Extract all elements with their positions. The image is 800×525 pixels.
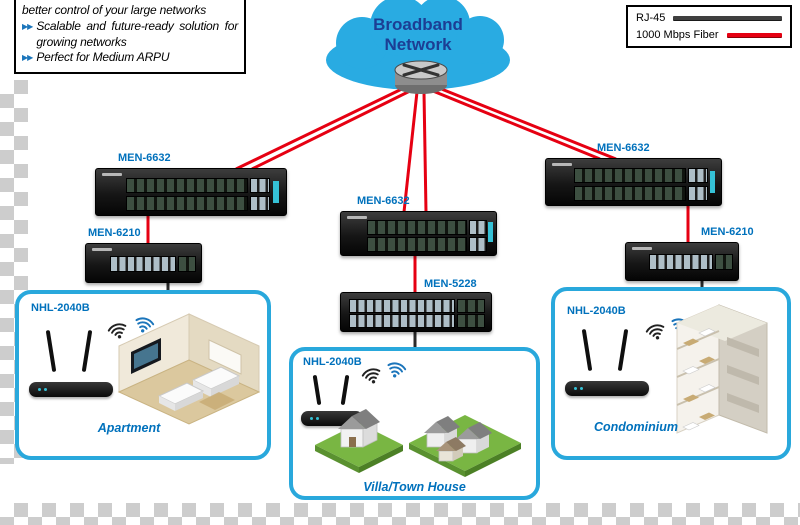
switch-label: MEN-6210 <box>701 226 754 238</box>
router-model-label: NHL-2040B <box>31 302 90 314</box>
rj45-ports <box>250 178 270 193</box>
status-led <box>574 387 577 390</box>
rj45-ports <box>688 186 708 201</box>
switch-label: MEN-6632 <box>118 152 171 164</box>
vendor-logo <box>347 216 367 219</box>
status-led <box>38 388 41 391</box>
wifi-signal-icon <box>135 317 155 333</box>
switch-men6210-left <box>85 243 202 283</box>
zone-label: Condominium <box>593 420 678 434</box>
villa-panel: NHL-2040B <box>289 347 540 500</box>
wireless-router <box>29 329 113 400</box>
switch-label: MEN-5228 <box>424 278 477 290</box>
switch-men6632-center <box>340 211 497 256</box>
core-router-icon <box>394 60 448 94</box>
feature-text: better control of your large networks <box>22 3 207 17</box>
condominium-illustration <box>676 304 768 434</box>
legend-row-fiber: 1000 Mbps Fiber <box>636 29 782 41</box>
rj45-ports <box>688 168 708 183</box>
feature-text: Perfect for Medium ARPU <box>36 50 170 65</box>
sfp-ports <box>457 314 485 328</box>
rj45-ports <box>110 256 176 272</box>
router-model-label: NHL-2040B <box>303 356 362 368</box>
feature-text: Scalable and future-ready solution for g… <box>36 18 238 49</box>
rj45-ports <box>469 237 487 252</box>
sfp-ports <box>574 186 686 201</box>
fiber-link <box>427 87 601 161</box>
switch-men6632-right <box>545 158 722 206</box>
legend-rj45-line-sample <box>673 16 782 20</box>
vendor-logo <box>92 248 112 251</box>
legend-fiber-line-sample <box>726 33 782 37</box>
broadband-cloud <box>326 0 510 90</box>
wifi-signal-icon <box>361 368 381 384</box>
transparency-checkerboard <box>0 503 800 525</box>
apartment-panel: NHL-2040B <box>15 290 271 460</box>
fiber-link <box>402 91 419 213</box>
switch-label: MEN-6210 <box>88 227 141 239</box>
status-led <box>580 387 583 390</box>
vendor-logo <box>552 163 572 166</box>
sfp-ports <box>367 220 467 235</box>
sfp-ports <box>178 256 196 272</box>
transparency-checkerboard <box>0 80 28 464</box>
legend-row-rj45: RJ-45 <box>636 12 782 24</box>
status-display <box>273 181 279 203</box>
antenna <box>45 329 57 373</box>
legend: RJ-45 1000 Mbps Fiber <box>626 5 792 48</box>
sfp-ports <box>715 254 733 270</box>
bullet-arrow-icon: ▶▶ <box>22 21 33 31</box>
switch-men5228 <box>340 292 492 332</box>
rj45-ports <box>469 220 487 235</box>
switch-label: MEN-6632 <box>357 195 410 207</box>
fiber-link <box>422 91 428 213</box>
wifi-signal-icon <box>107 323 127 339</box>
fiber-link <box>235 84 409 171</box>
sfp-ports <box>126 178 248 193</box>
villa-illustration <box>315 409 521 477</box>
wifi-signal-icon <box>387 362 407 378</box>
sfp-ports <box>126 196 248 211</box>
wifi-signal-icon <box>645 324 665 340</box>
bullet-arrow-icon: ▶▶ <box>22 53 33 63</box>
switch-men6210-right <box>625 242 739 281</box>
sfp-ports <box>574 168 686 183</box>
switch-label: MEN-6632 <box>597 142 650 154</box>
router-body <box>29 382 113 397</box>
zone-label: Apartment <box>97 421 161 435</box>
feature-box: better control of your large networks ▶▶… <box>14 0 246 75</box>
wireless-router <box>565 328 649 399</box>
status-led <box>316 417 319 420</box>
rj45-ports <box>250 196 270 211</box>
status-display <box>488 222 493 242</box>
condominium-panel: NHL-2040B <box>551 287 791 460</box>
feature-item: better control of your large networks <box>22 3 238 19</box>
rj45-ports <box>649 254 713 270</box>
antenna <box>617 328 629 372</box>
sfp-ports <box>367 237 467 252</box>
router-model-label: NHL-2040B <box>567 305 626 317</box>
antenna <box>581 328 593 372</box>
status-led <box>310 417 313 420</box>
fiber-link <box>251 87 415 171</box>
rj45-ports <box>349 299 455 313</box>
status-display <box>710 171 715 193</box>
feature-item: ▶▶ Perfect for Medium ARPU <box>22 50 238 66</box>
cloud-title: Broadband Network <box>373 15 463 55</box>
router-body <box>565 381 649 396</box>
feature-item: ▶▶ Scalable and future-ready solution fo… <box>22 19 238 51</box>
legend-fiber-label: 1000 Mbps Fiber <box>636 29 719 41</box>
antenna <box>81 329 93 373</box>
vendor-logo <box>102 173 122 176</box>
apartment-illustration <box>117 313 261 425</box>
legend-rj45-label: RJ-45 <box>636 12 666 24</box>
vendor-logo <box>632 247 652 250</box>
switch-men6632-left <box>95 168 287 216</box>
status-led <box>44 388 47 391</box>
zone-label: Villa/Town House <box>363 480 466 494</box>
rj45-ports <box>349 314 455 328</box>
sfp-ports <box>457 299 485 313</box>
